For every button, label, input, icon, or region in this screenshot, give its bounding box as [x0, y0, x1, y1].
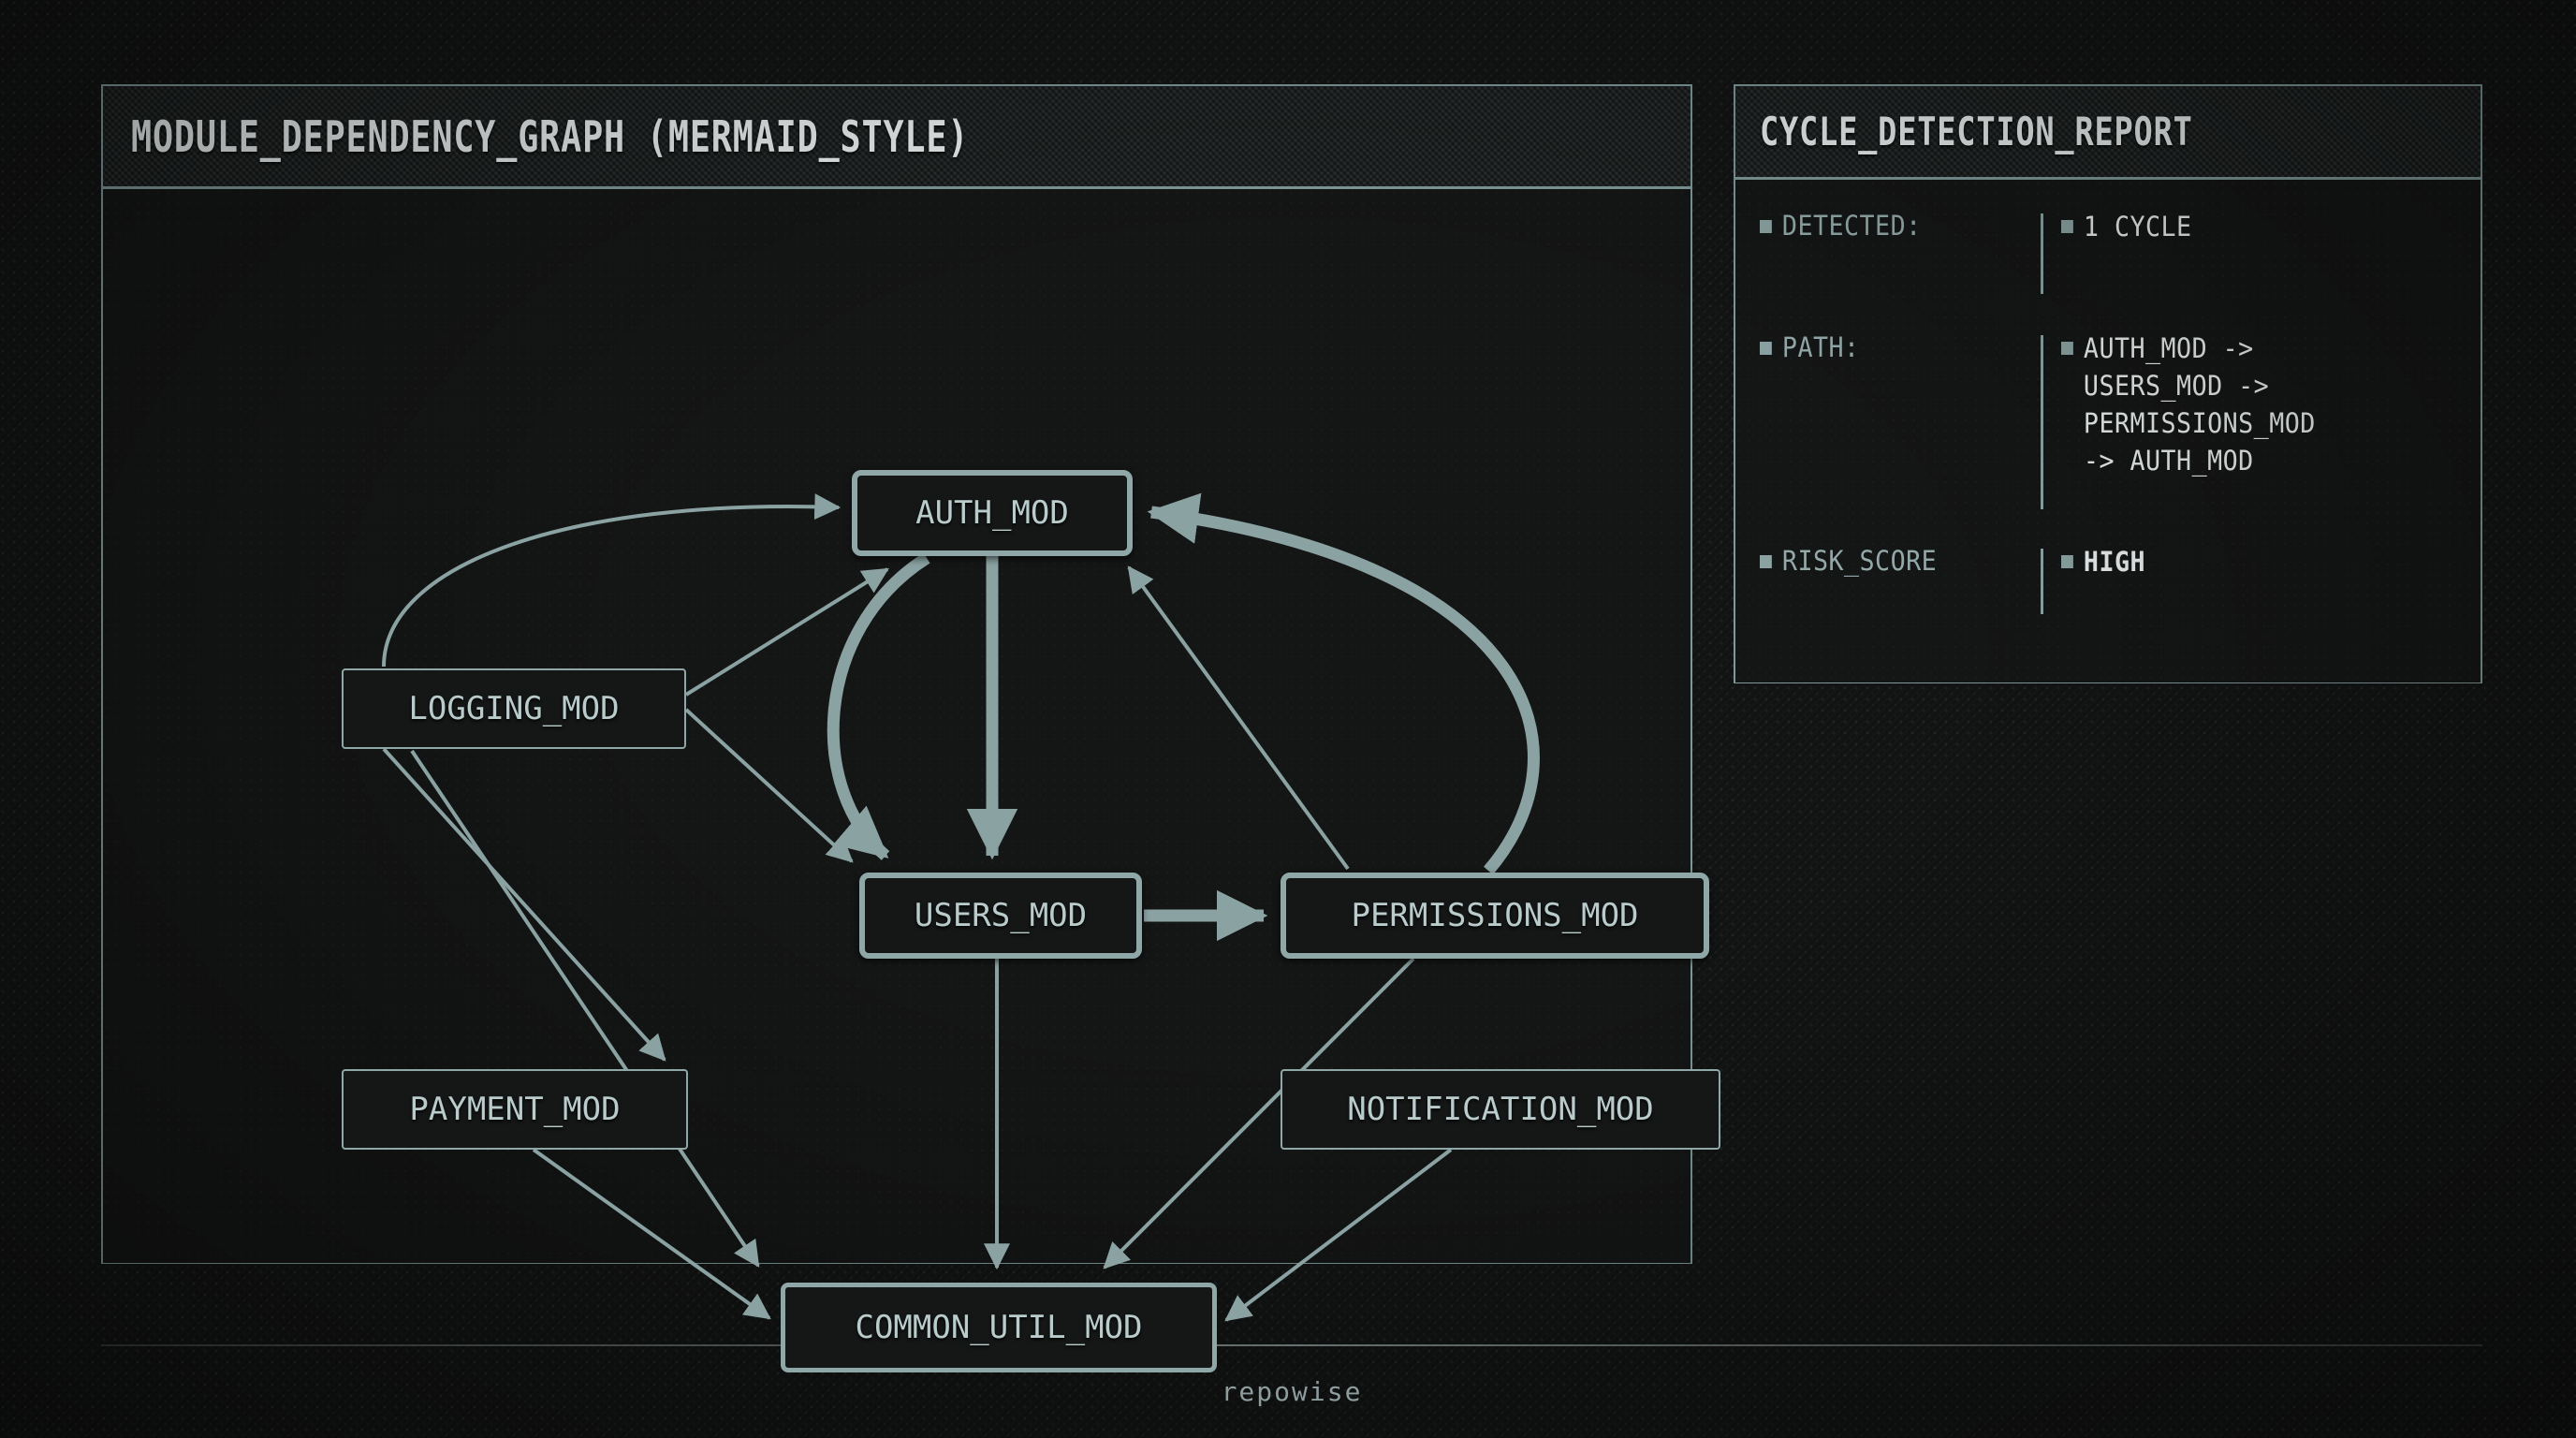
footer-divider: [101, 1344, 2482, 1346]
graph-panel-header: MODULE_DEPENDENCY_GRAPH (MERMAID_STYLE): [103, 86, 1690, 189]
graph-canvas: AUTH_MOD LOGGING_MOD USERS_MOD PERMISSIONS_…: [103, 189, 1720, 1372]
graph-node-permissions[interactable]: PERMISSIONS_MOD: [1281, 873, 1709, 959]
graph-node-payment[interactable]: PAYMENT_MOD: [342, 1069, 688, 1150]
page-title: MODULE_DEPENDENCY_GRAPH (MERMAID_STYLE): [131, 110, 970, 162]
graph-node-label: PAYMENT_MOD: [409, 1091, 621, 1128]
graph-node-logging[interactable]: LOGGING_MOD: [342, 668, 686, 749]
graph-node-label: AUTH_MOD: [915, 494, 1069, 532]
bullet-square-icon: [2061, 220, 2073, 233]
report-row-value: HIGH: [2083, 546, 2146, 578]
report-row-label-group: PATH:: [1760, 330, 1975, 365]
report-row-divider: [2041, 335, 2043, 509]
edge-logging-to-common: [410, 749, 760, 1268]
graph-node-label: NOTIFICATION_MOD: [1347, 1091, 1654, 1128]
edge-logging-to-payment: [382, 747, 666, 1062]
graph-node-label: COMMON_UTIL_MOD: [855, 1309, 1143, 1346]
report-row: PATH: AUTH_MOD -> USERS_MOD -> PERMISSION…: [1760, 330, 2337, 509]
report-row-label-group: RISK_SCORE: [1760, 543, 1975, 579]
report-row-value-group: HIGH: [2061, 543, 2145, 580]
graph-node-auth[interactable]: AUTH_MOD: [852, 470, 1133, 556]
report-row-value-group: 1 CYCLE: [2061, 208, 2192, 245]
report-row: RISK_SCORE HIGH: [1760, 543, 2153, 614]
graph-node-common[interactable]: COMMON_UTIL_MOD: [781, 1283, 1217, 1372]
edge-payment-to-common: [532, 1148, 771, 1320]
edge-permissions-to-common: [1103, 957, 1415, 1269]
bullet-square-icon: [1760, 555, 1772, 568]
edge-logging-to-users: [684, 708, 854, 863]
edge-notification-to-common: [1224, 1148, 1453, 1322]
cycle-detection-report-panel: CYCLE_DETECTION_REPORT DETECTED: 1 CYCLE P…: [1734, 84, 2482, 683]
report-row-value-group: AUTH_MOD -> USERS_MOD -> PERMISSIONS_MOD…: [2061, 330, 2316, 479]
edge-permissions-to-auth-cycle: [1147, 492, 1540, 875]
report-row-label: PATH:: [1781, 331, 1860, 363]
report-row-value: AUTH_MOD -> USERS_MOD -> PERMISSIONS_MOD…: [2083, 332, 2316, 477]
bullet-square-icon: [2061, 342, 2073, 355]
report-panel-header: CYCLE_DETECTION_REPORT: [1735, 86, 2481, 180]
report-row-label: RISK_SCORE: [1781, 545, 1938, 577]
report-row-label: DETECTED:: [1781, 210, 1922, 242]
graph-node-notification[interactable]: NOTIFICATION_MOD: [1281, 1069, 1720, 1150]
graph-edge-layer: [382, 492, 1540, 1322]
report-body: DETECTED: 1 CYCLE PATH: AUTH_MOD -> USERS_M…: [1735, 180, 2481, 682]
graph-node-label: LOGGING_MOD: [408, 690, 620, 727]
report-row-label-group: DETECTED:: [1760, 208, 1975, 243]
footer-brand: repowise: [1221, 1376, 1363, 1407]
report-row-value: 1 CYCLE: [2083, 211, 2192, 242]
bullet-square-icon: [2061, 555, 2073, 568]
report-row-divider: [2041, 213, 2043, 294]
report-row: DETECTED: 1 CYCLE: [1760, 208, 2203, 294]
report-row-divider: [2041, 549, 2043, 614]
edge-logging-to-auth: [382, 493, 842, 668]
graph-node-label: USERS_MOD: [914, 897, 1088, 934]
edge-logging-to-auth-alt: [684, 567, 889, 697]
edge-auth-to-users-curve: [827, 552, 930, 860]
graph-node-users[interactable]: USERS_MOD: [859, 873, 1142, 959]
module-dependency-graph-panel: MODULE_DEPENDENCY_GRAPH (MERMAID_STYLE) …: [101, 84, 1720, 1372]
report-title: CYCLE_DETECTION_REPORT: [1760, 109, 2193, 154]
bullet-square-icon: [1760, 220, 1772, 233]
graph-node-label: PERMISSIONS_MOD: [1351, 897, 1639, 934]
edge-permissions-to-auth: [1127, 565, 1350, 871]
bullet-square-icon: [1760, 342, 1772, 355]
